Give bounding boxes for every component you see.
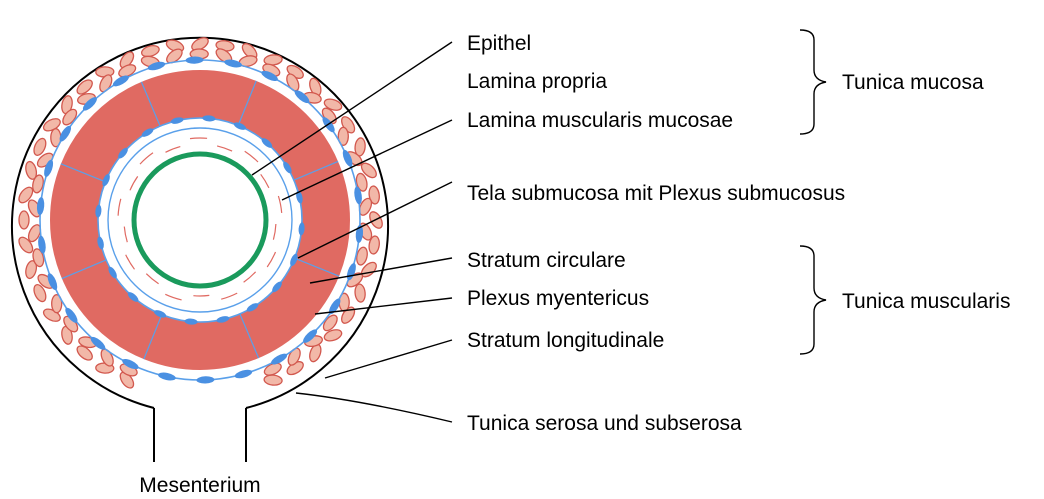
- label-lamina-muscularis-mucosae: Lamina muscularis mucosae: [467, 109, 733, 132]
- brace-tunica-mucosa: [800, 30, 826, 134]
- label-epithel: Epithel: [467, 32, 531, 55]
- label-tunica-mucosa: Tunica mucosa: [842, 71, 984, 94]
- brace-tunica-muscularis: [800, 246, 826, 354]
- muscularis-mucosae-fiber: [190, 138, 207, 139]
- label-tunica-muscularis: Tunica muscularis: [842, 290, 1010, 313]
- label-stratum-circulare: Stratum circulare: [467, 249, 626, 272]
- leader-tunica-serosa: [296, 393, 452, 422]
- label-tunica-serosa: Tunica serosa und subserosa: [467, 412, 742, 435]
- epithel-ring: [134, 154, 266, 286]
- muscularis-mucosae-fiber: [193, 295, 209, 296]
- label-mesenterium: Mesenterium: [139, 474, 260, 497]
- label-plexus-myentericus: Plexus myentericus: [467, 287, 649, 310]
- label-tela-submucosa: Tela submucosa mit Plexus submucosus: [467, 182, 845, 205]
- longitudinal-muscle-cell: [19, 211, 29, 229]
- label-stratum-longitudinale: Stratum longitudinale: [467, 329, 664, 352]
- label-lamina-propria: Lamina propria: [467, 70, 607, 93]
